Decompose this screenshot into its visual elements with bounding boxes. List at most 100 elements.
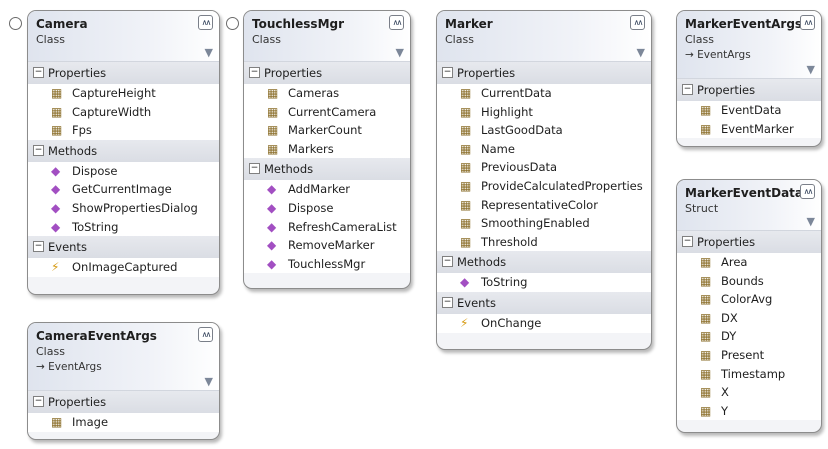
member-item[interactable]: ▦Cameras	[244, 84, 410, 103]
member-item[interactable]: ▦Threshold	[437, 232, 651, 252]
member-item[interactable]: ▦MarkerCount	[244, 121, 410, 140]
member-item[interactable]: ▦PreviousData	[437, 158, 651, 177]
section-header[interactable]: −Events	[437, 291, 651, 314]
member-item[interactable]: ◆RefreshCameraList	[244, 217, 410, 237]
section-toggle-icon[interactable]: −	[442, 67, 453, 78]
section-toggle-icon[interactable]: −	[442, 256, 453, 268]
member-item[interactable]: ◆GetCurrentImage	[28, 180, 219, 199]
member-item[interactable]: ▦RepresentativeColor	[437, 195, 651, 215]
member-item[interactable]: ◆ToString	[28, 217, 219, 237]
section-header[interactable]: −Properties	[677, 79, 821, 101]
member-item[interactable]: ▦Fps	[28, 121, 219, 140]
property-icon: ▦	[460, 123, 472, 138]
filter-icon[interactable]: ▼	[204, 375, 213, 388]
section-toggle-icon[interactable]: −	[682, 236, 693, 247]
member-name: Fps	[72, 123, 92, 138]
section-header[interactable]: −Properties	[28, 391, 219, 413]
member-item[interactable]: ◆TouchlessMgr	[244, 254, 410, 274]
member-item[interactable]: ▦Area	[677, 253, 821, 272]
method-icon: ◆	[460, 275, 470, 290]
member-item[interactable]: ▦Markers	[244, 139, 410, 159]
member-name: DY	[721, 329, 737, 344]
member-item[interactable]: ▦Image	[28, 413, 219, 432]
member-item[interactable]: ▦CaptureHeight	[28, 84, 219, 103]
member-item[interactable]: ⚡OnChange	[437, 313, 651, 333]
section-toggle-icon[interactable]: −	[33, 67, 44, 78]
member-item[interactable]: ▦Bounds	[677, 271, 821, 291]
member-name: CurrentCamera	[288, 104, 377, 119]
filter-icon[interactable]: ▼	[806, 63, 815, 76]
filter-icon[interactable]: ▼	[204, 46, 213, 59]
section-header[interactable]: −Methods	[437, 251, 651, 274]
collapse-chevron-icon[interactable]: ∧∧	[198, 15, 213, 30]
member-item[interactable]: ▦Name	[437, 139, 651, 159]
collapse-chevron-icon[interactable]: ∧∧	[800, 184, 815, 199]
filter-icon[interactable]: ▼	[636, 46, 645, 59]
section-toggle-icon[interactable]: −	[249, 163, 260, 175]
member-item[interactable]: ⚡OnImageCaptured	[28, 258, 219, 277]
member-item[interactable]: ◆Dispose	[28, 161, 219, 181]
member-item[interactable]: ▦DX	[677, 308, 821, 328]
section-toggle-icon[interactable]: −	[33, 144, 44, 156]
member-item[interactable]: ▦LastGoodData	[437, 121, 651, 140]
property-icon: ▦	[700, 255, 712, 269]
member-item[interactable]: ▦ProvideCalculatedProperties	[437, 176, 651, 196]
section-toggle-icon[interactable]: −	[33, 396, 44, 407]
base-type: → EventArgs	[685, 49, 751, 61]
member-item[interactable]: ◆RemoveMarker	[244, 236, 410, 255]
member-item[interactable]: ▦Y	[677, 401, 821, 421]
filter-icon[interactable]: ▼	[806, 215, 815, 228]
section-header[interactable]: −Properties	[28, 62, 219, 84]
section-header[interactable]: −Properties	[437, 62, 651, 84]
section-toggle-icon[interactable]: −	[249, 67, 260, 78]
section-header[interactable]: −Properties	[677, 231, 821, 253]
member-item[interactable]: ▦DY	[677, 327, 821, 346]
member-item[interactable]: ◆AddMarker	[244, 180, 410, 199]
member-item[interactable]: ◆ToString	[437, 273, 651, 292]
member-item[interactable]: ▦CurrentCamera	[244, 102, 410, 122]
member-item[interactable]: ▦EventMarker	[677, 119, 821, 139]
member-item[interactable]: ▦Present	[677, 345, 821, 365]
member-item[interactable]: ◆Dispose	[244, 198, 410, 218]
member-item[interactable]: ▦SmoothingEnabled	[437, 214, 651, 233]
section-toggle-icon[interactable]: −	[442, 296, 453, 308]
property-icon: ▦	[460, 216, 472, 231]
member-item[interactable]: ◆ShowPropertiesDialog	[28, 198, 219, 218]
member-item[interactable]: ▦EventData	[677, 101, 821, 120]
member-name: X	[721, 385, 729, 400]
member-item[interactable]: ▦X	[677, 383, 821, 402]
section-toggle-icon[interactable]: −	[33, 241, 44, 253]
collapse-chevron-icon[interactable]: ∧∧	[800, 15, 815, 30]
filter-icon[interactable]: ▼	[395, 46, 404, 59]
collapse-chevron-icon[interactable]: ∧∧	[630, 15, 645, 30]
section-header[interactable]: −Events	[28, 236, 219, 259]
member-name: Highlight	[481, 104, 533, 119]
member-item[interactable]: ▦Highlight	[437, 102, 651, 122]
member-item[interactable]: ▦CaptureWidth	[28, 102, 219, 122]
section-header[interactable]: −Methods	[244, 158, 410, 181]
member-item[interactable]: ▦CurrentData	[437, 84, 651, 103]
member-name: CaptureWidth	[72, 104, 152, 119]
base-type-name: EventArgs	[697, 49, 751, 61]
member-item[interactable]: ▦ColorAvg	[677, 290, 821, 309]
section-header[interactable]: −Properties	[244, 62, 410, 84]
section-toggle-icon[interactable]: −	[682, 84, 693, 95]
collapse-chevron-icon[interactable]: ∧∧	[198, 327, 213, 342]
method-icon: ◆	[267, 256, 277, 271]
section-header[interactable]: −Methods	[28, 139, 219, 162]
member-item[interactable]: ▦Timestamp	[677, 364, 821, 384]
collapse-chevron-icon[interactable]: ∧∧	[389, 15, 404, 30]
member-name: Bounds	[721, 273, 764, 288]
